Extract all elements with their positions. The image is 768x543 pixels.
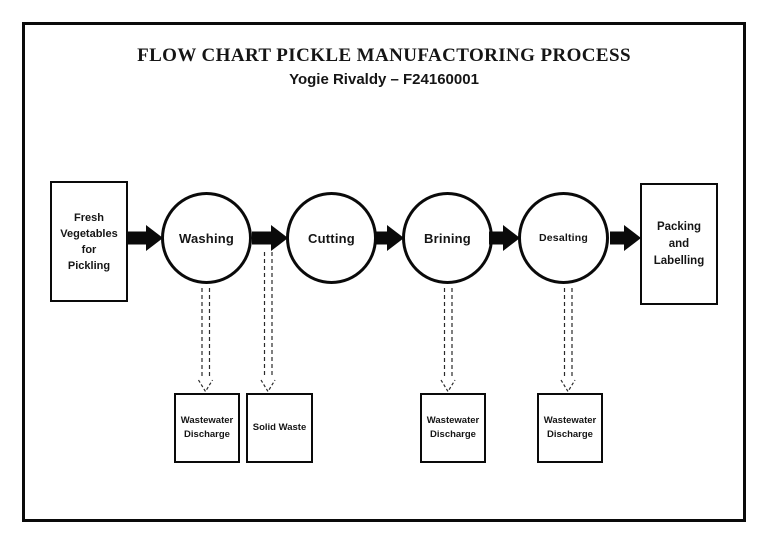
- node-label-line: Labelling: [653, 254, 705, 267]
- node-label-line: and: [668, 237, 690, 250]
- page-border-frame: [22, 22, 746, 522]
- node-label-line: for: [81, 243, 97, 256]
- process-label: Cutting: [308, 230, 355, 246]
- process-circle-desalting: Desalting: [518, 192, 609, 284]
- chart-author: Yogie Rivaldy – F24160001: [289, 71, 479, 88]
- process-circle-brining: Brining: [402, 192, 493, 284]
- process-label: Desalting: [538, 232, 589, 244]
- discharge-box-washing: Wastewater Discharge: [174, 393, 240, 463]
- node-fresh-vegetables: Fresh Vegetables for Pickling: [50, 181, 128, 302]
- node-packing-labelling: Packing and Labelling: [640, 183, 718, 305]
- discharge-box-solid-waste: Solid Waste: [246, 393, 313, 463]
- process-circle-washing: Washing: [161, 192, 252, 284]
- process-label: Brining: [424, 230, 471, 246]
- discharge-box-brining: Wastewater Discharge: [420, 393, 486, 463]
- process-circle-cutting: Cutting: [286, 192, 377, 284]
- discharge-label-line: Wastewater: [426, 415, 480, 426]
- discharge-label-line: Discharge: [184, 429, 230, 440]
- discharge-label-line: Wastewater: [180, 415, 234, 426]
- node-label-line: Fresh: [74, 211, 104, 224]
- discharge-label-line: Discharge: [430, 429, 476, 440]
- discharge-box-desalting: Wastewater Discharge: [537, 393, 603, 463]
- node-label-line: Vegetables: [60, 227, 118, 240]
- discharge-label-line: Solid Waste: [252, 422, 307, 433]
- discharge-label-line: Wastewater: [543, 415, 597, 426]
- discharge-label-line: Discharge: [547, 429, 593, 440]
- chart-title: FLOW CHART PICKLE MANUFACTORING PROCESS: [137, 45, 631, 66]
- node-label-line: Pickling: [67, 259, 111, 272]
- process-label: Washing: [178, 230, 235, 246]
- node-label-line: Packing: [656, 220, 702, 233]
